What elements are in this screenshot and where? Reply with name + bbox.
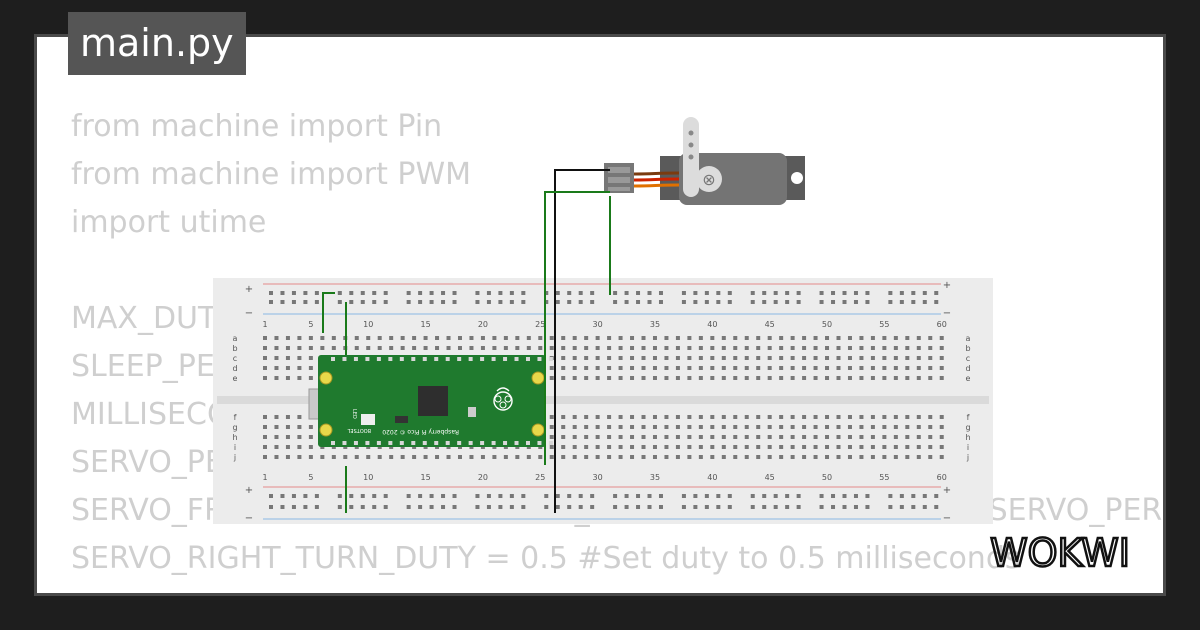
led-icon: [468, 407, 476, 417]
rail-plus-sign: +: [943, 280, 951, 291]
row-letter: b: [232, 344, 237, 353]
row-letter: h: [232, 433, 237, 442]
rail-minus-sign: −: [943, 513, 951, 524]
servo-motor[interactable]: ⊗: [604, 117, 805, 205]
mount-hole-icon: [319, 371, 333, 385]
column-number: 35: [650, 320, 660, 329]
rail-minus-sign: −: [245, 308, 253, 319]
rail-plus-sign: +: [245, 284, 253, 295]
row-letter: g: [965, 423, 970, 432]
column-number: 1: [262, 473, 267, 482]
column-number: 40: [707, 320, 717, 329]
pico-pins: [331, 357, 553, 445]
row-letter: a: [233, 334, 238, 343]
row-letter: g: [232, 423, 237, 432]
column-number: 60: [937, 473, 947, 482]
file-tab[interactable]: main.py: [68, 12, 246, 75]
column-number: 5: [308, 320, 313, 329]
bootsel-button[interactable]: [361, 414, 375, 425]
raspberry-pi-pico[interactable]: Raspberry Pi Pico © 2020 LED BOOTSEL: [308, 355, 553, 447]
servo-shaft-icon: [696, 166, 722, 192]
row-letter: a: [966, 334, 971, 343]
column-number: 35: [650, 473, 660, 482]
row-letter: i: [967, 443, 969, 452]
column-number: 55: [879, 320, 889, 329]
row-letter: f: [234, 413, 237, 422]
mount-hole-icon: [319, 423, 333, 437]
wire-ground: [554, 169, 610, 513]
row-letter: b: [965, 344, 970, 353]
column-number: 10: [363, 473, 373, 482]
rail-plus-sign: +: [943, 485, 951, 496]
row-letter: d: [965, 364, 970, 373]
row-letter: c: [233, 354, 237, 363]
column-number: 25: [535, 320, 545, 329]
column-number: 10: [363, 320, 373, 329]
code-line: from machine import PWM: [71, 157, 472, 192]
wire-rail-a: [322, 292, 335, 333]
servo-screw-icon: ⊗: [702, 170, 715, 189]
column-number: 60: [937, 320, 947, 329]
code-line: SERVO_GO_STRAIGHT_DUTY = 1.5 #Set duty t…: [71, 583, 1163, 593]
servo-mount-hole-icon: [791, 172, 803, 184]
column-number: 45: [765, 473, 775, 482]
rail-minus-sign: −: [943, 308, 951, 319]
project-preview-card: from machine import Pin from machine impo…: [34, 34, 1166, 596]
column-number: 55: [879, 473, 889, 482]
pico-silkscreen: Raspberry Pi Pico © 2020: [382, 428, 459, 435]
row-letter: e: [233, 374, 238, 383]
code-line: SERVO_RIGHT_TURN_DUTY = 0.5 #Set duty to…: [71, 541, 1021, 576]
column-number: 20: [478, 320, 488, 329]
row-letter: c: [966, 354, 970, 363]
rp2040-chip: [418, 386, 448, 416]
column-number: 25: [535, 473, 545, 482]
wokwi-logo: WOKWI: [989, 530, 1131, 577]
wire-signal: [544, 191, 610, 465]
row-letter: e: [966, 374, 971, 383]
column-number: 30: [593, 320, 603, 329]
wokwi-logo-text: WOKWI: [990, 531, 1130, 575]
column-number: 20: [478, 473, 488, 482]
column-number: 50: [822, 473, 832, 482]
rail-plus-sign: +: [245, 485, 253, 496]
column-number: 15: [420, 320, 430, 329]
chip-small: [395, 416, 408, 423]
column-number: 40: [707, 473, 717, 482]
column-number: 15: [420, 473, 430, 482]
servo-body: [679, 153, 787, 205]
row-letter: d: [232, 364, 237, 373]
rail-minus-sign: −: [245, 513, 253, 524]
row-letter: i: [234, 443, 236, 452]
code-line: import utime: [71, 205, 267, 240]
mount-hole-icon: [531, 423, 545, 437]
raspberry-logo-icon: [493, 387, 513, 411]
row-letter: h: [965, 433, 970, 442]
code-line: from machine import Pin: [71, 109, 443, 144]
column-number: 50: [822, 320, 832, 329]
mount-hole-icon: [531, 371, 545, 385]
column-number: 30: [593, 473, 603, 482]
row-letter: j: [233, 453, 236, 462]
bootsel-label: BOOTSEL: [347, 427, 371, 433]
row-letter: j: [966, 453, 969, 462]
led-label: LED: [351, 409, 357, 419]
column-number: 5: [308, 473, 313, 482]
row-letter: f: [967, 413, 970, 422]
column-number: 45: [765, 320, 775, 329]
column-number: 1: [262, 320, 267, 329]
